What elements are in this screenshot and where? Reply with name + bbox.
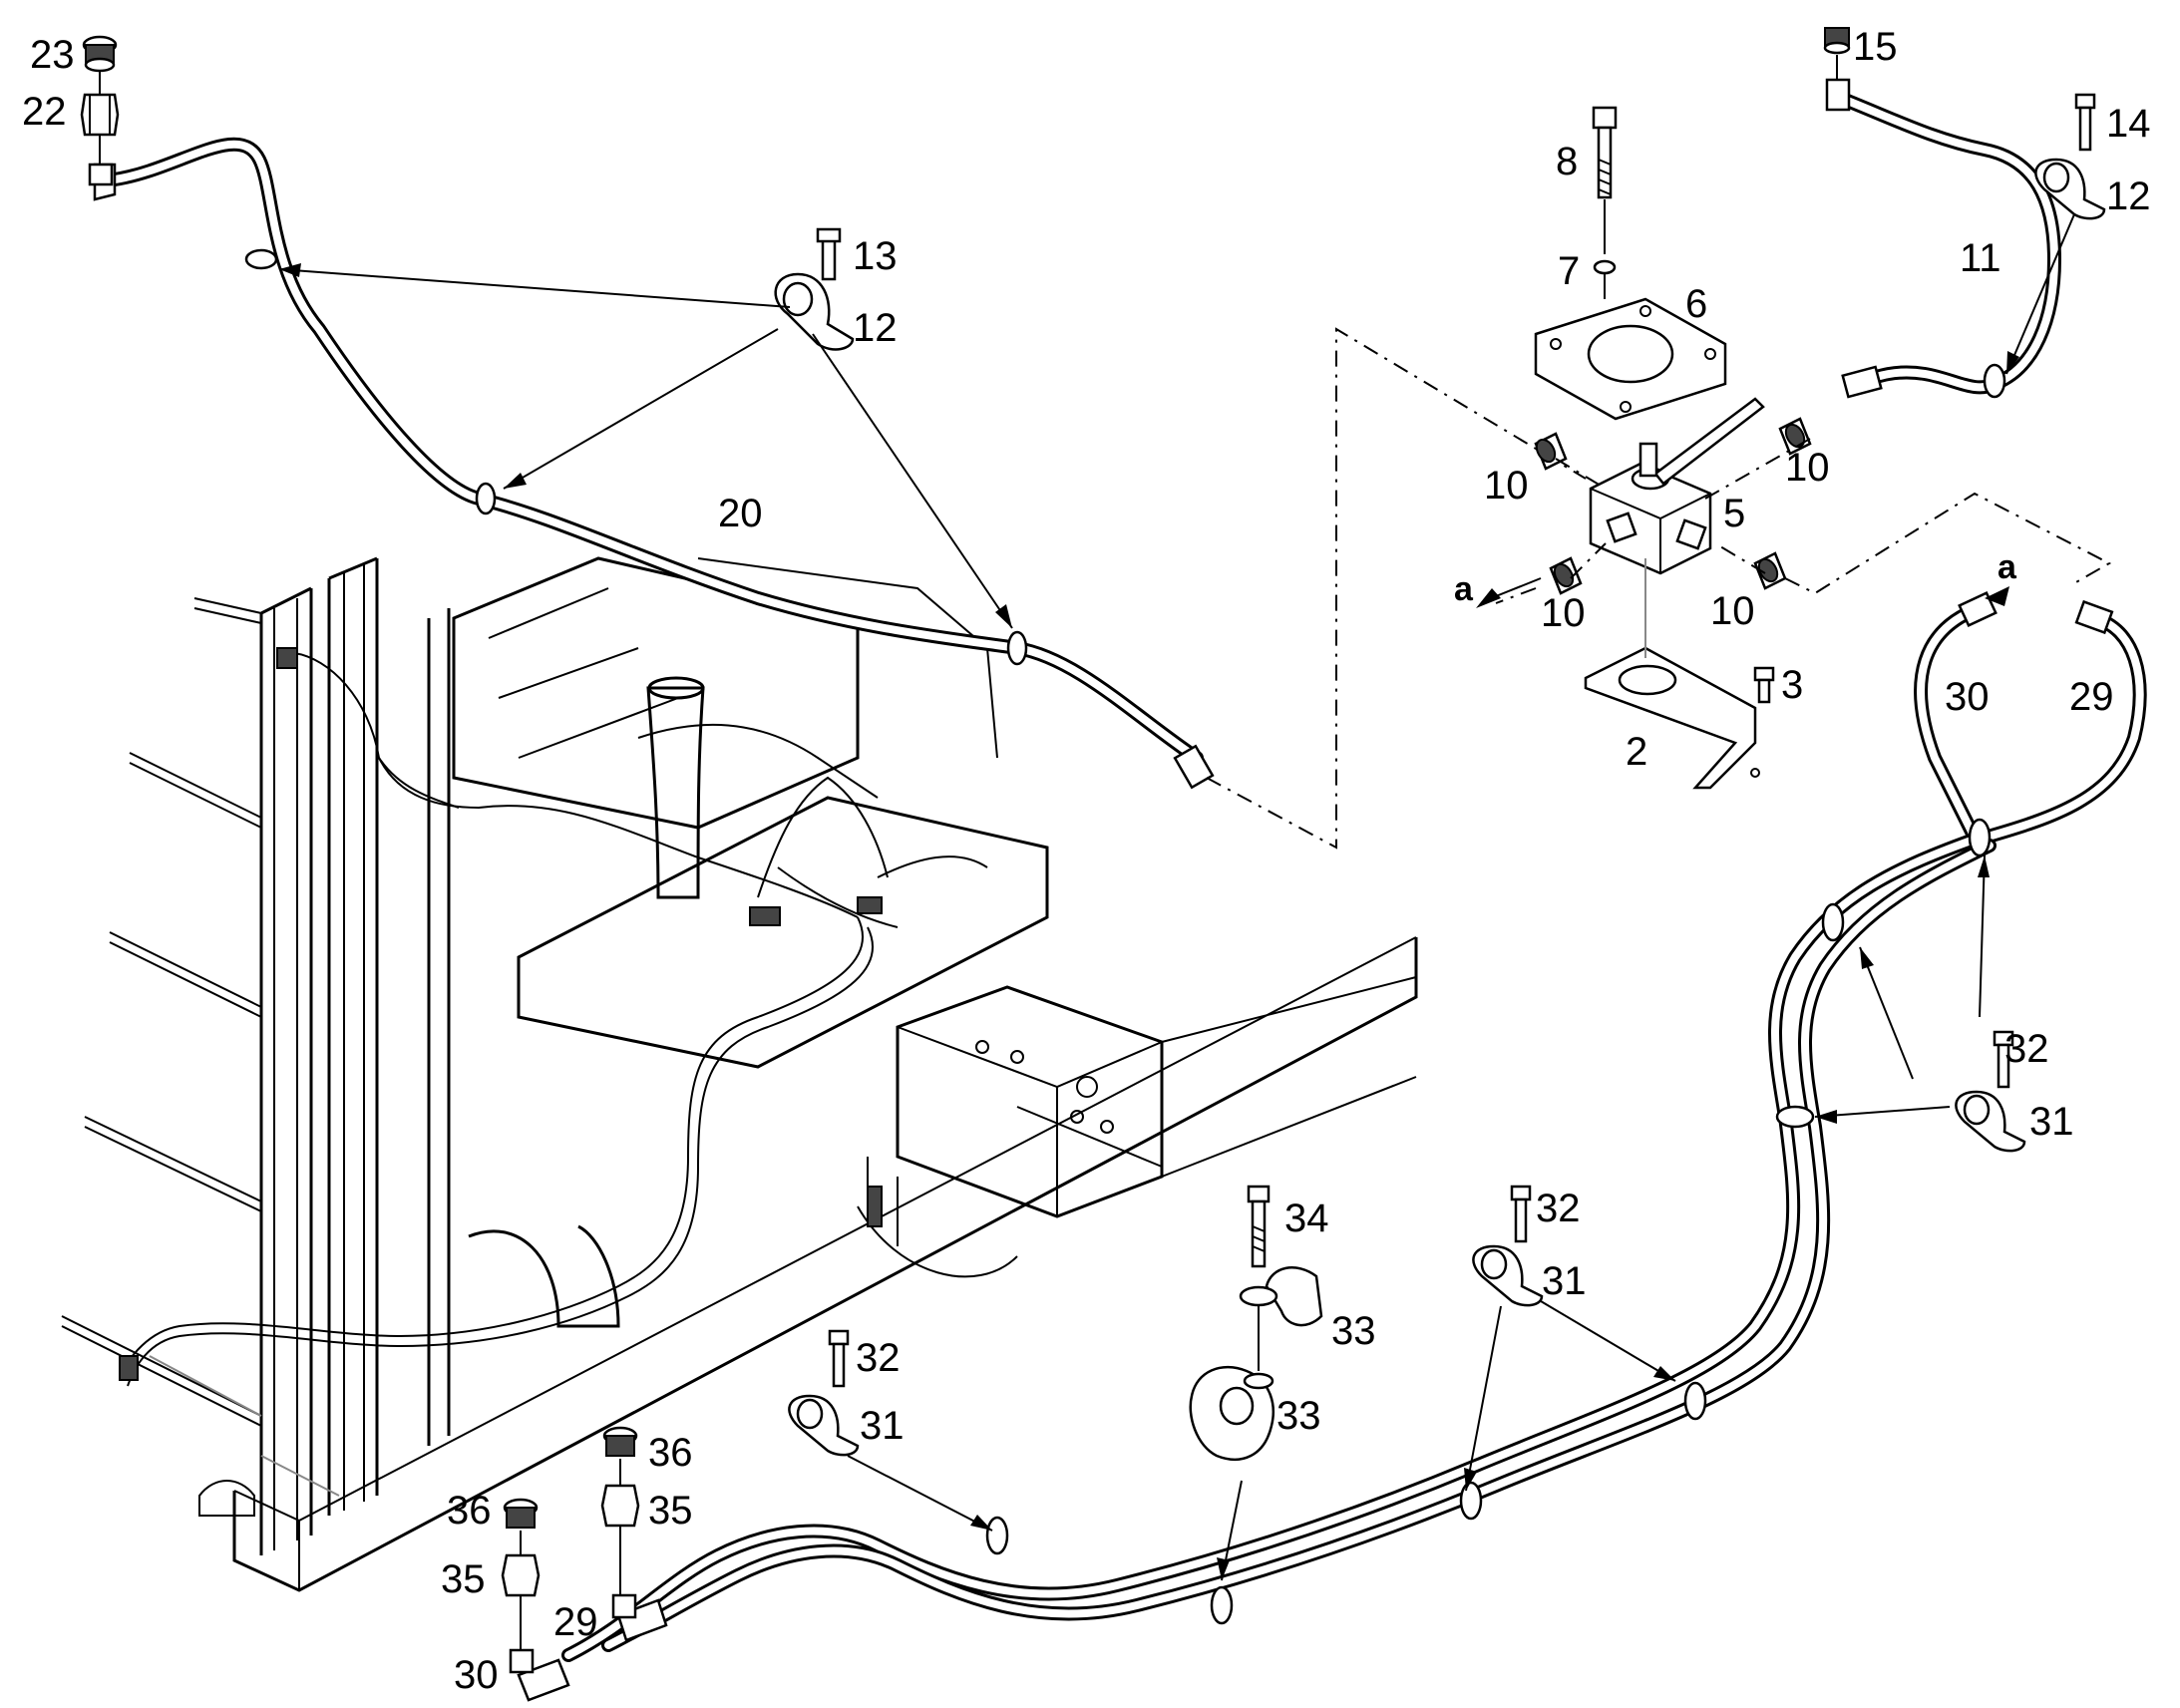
clamp-group-right [1955, 1030, 2026, 1153]
leader-12-c [812, 333, 1013, 629]
connection-marker-a: a [1454, 570, 1474, 608]
callout-13: 13 [853, 234, 898, 278]
callout-6: 6 [1685, 282, 1707, 326]
arrow-31-c2 [1815, 1110, 1837, 1124]
callout-31: 31 [1542, 1259, 1587, 1303]
callout-10: 10 [1785, 446, 1830, 490]
callout-29: 29 [2069, 675, 2114, 719]
dash-link-hose20-valve [1206, 327, 1587, 850]
callout-15: 15 [1853, 25, 1898, 69]
elbow-fitting-30-end [509, 1648, 570, 1702]
leader-12-b [503, 328, 779, 490]
callout-34: 34 [1284, 1196, 1329, 1240]
valve-assembly [1495, 106, 1812, 790]
fitting-stack-left [501, 1498, 541, 1650]
callout-2: 2 [1626, 730, 1647, 774]
clamp-group-top [774, 227, 855, 351]
callout-14: 14 [2106, 102, 2151, 146]
elbow-fitting-29-end [611, 1593, 668, 1642]
leader-a-valve [1490, 577, 1542, 599]
leader-31-b1 [1465, 1305, 1502, 1492]
plug-fitting-15 [1823, 27, 1851, 80]
leader-12-right [2005, 213, 2075, 375]
callout-32: 32 [1536, 1187, 1581, 1230]
callout-11: 11 [1960, 236, 2001, 280]
callout-36: 36 [648, 1431, 693, 1475]
leader-31-c2 [1814, 1106, 1951, 1118]
callout-10: 10 [1710, 589, 1755, 633]
callout-12: 12 [853, 306, 898, 350]
dash-link-valve-hose29 [1784, 492, 2112, 595]
leader-31-b2 [1540, 1300, 1676, 1382]
arrow-33 [1217, 1557, 1230, 1580]
callout-3: 3 [1781, 663, 1803, 707]
callout-5: 5 [1723, 492, 1745, 535]
nut-fitting-22 [80, 93, 120, 137]
elbow-fitting-top-left [88, 163, 117, 201]
clamp-group-middle [1472, 1185, 1544, 1307]
arrow-31-a [970, 1515, 992, 1531]
callout-30: 30 [454, 1653, 499, 1697]
machine-frame-assembly [61, 556, 1418, 1592]
callout-8: 8 [1556, 140, 1578, 183]
arrow-31-b2 [1653, 1366, 1675, 1381]
arrow-12-a [279, 263, 301, 277]
arrow-31-c1 [1860, 947, 1874, 969]
callout-10: 10 [1541, 591, 1586, 635]
callout-33: 33 [1276, 1394, 1321, 1438]
callout-31: 31 [2029, 1100, 2074, 1144]
callout-labels: 23 22 13 12 20 8 7 6 10 10 5 10 10 3 2 1… [22, 25, 2151, 1697]
arrow-12-right [2006, 351, 2019, 374]
callout-12: 12 [2106, 174, 2151, 218]
fitting-stack-right [600, 1426, 640, 1595]
arrow-31-b1 [1464, 1468, 1477, 1491]
arrow-12-c [995, 604, 1012, 628]
arrow-a-valve [1476, 588, 1501, 608]
callout-35: 35 [441, 1557, 486, 1601]
arrow-12-b [504, 473, 527, 489]
clamp-group-34-33 [1189, 1185, 1323, 1461]
hose-11 [1825, 78, 2061, 399]
callout-23: 23 [30, 33, 75, 77]
callout-10: 10 [1484, 464, 1529, 508]
callout-33: 33 [1331, 1309, 1376, 1353]
leader-31-a [847, 1455, 993, 1532]
arrow-32-c [1978, 855, 1990, 877]
connection-marker-a: a [1998, 548, 2017, 586]
callout-31: 31 [860, 1404, 905, 1448]
callout-30: 30 [1945, 675, 1990, 719]
callout-32: 32 [856, 1336, 901, 1380]
callout-7: 7 [1558, 249, 1580, 293]
plug-fitting-23 [82, 35, 118, 73]
callout-20: 20 [718, 492, 763, 535]
callout-22: 22 [22, 90, 67, 134]
clamp-group-bottom-left [788, 1329, 860, 1457]
leader-31-c1 [1859, 946, 1914, 1080]
callout-35: 35 [648, 1489, 693, 1533]
callout-32: 32 [2004, 1027, 2049, 1071]
leader-12-a [278, 268, 791, 308]
clamp-group-right-top [2034, 93, 2106, 220]
leader-32-c [1979, 854, 1986, 1018]
callout-29: 29 [553, 1600, 598, 1644]
callout-36: 36 [447, 1489, 492, 1533]
arrow-a-hose [1985, 586, 2009, 606]
hose-29-30-pair [561, 591, 2147, 1662]
hose-20 [108, 137, 1215, 790]
